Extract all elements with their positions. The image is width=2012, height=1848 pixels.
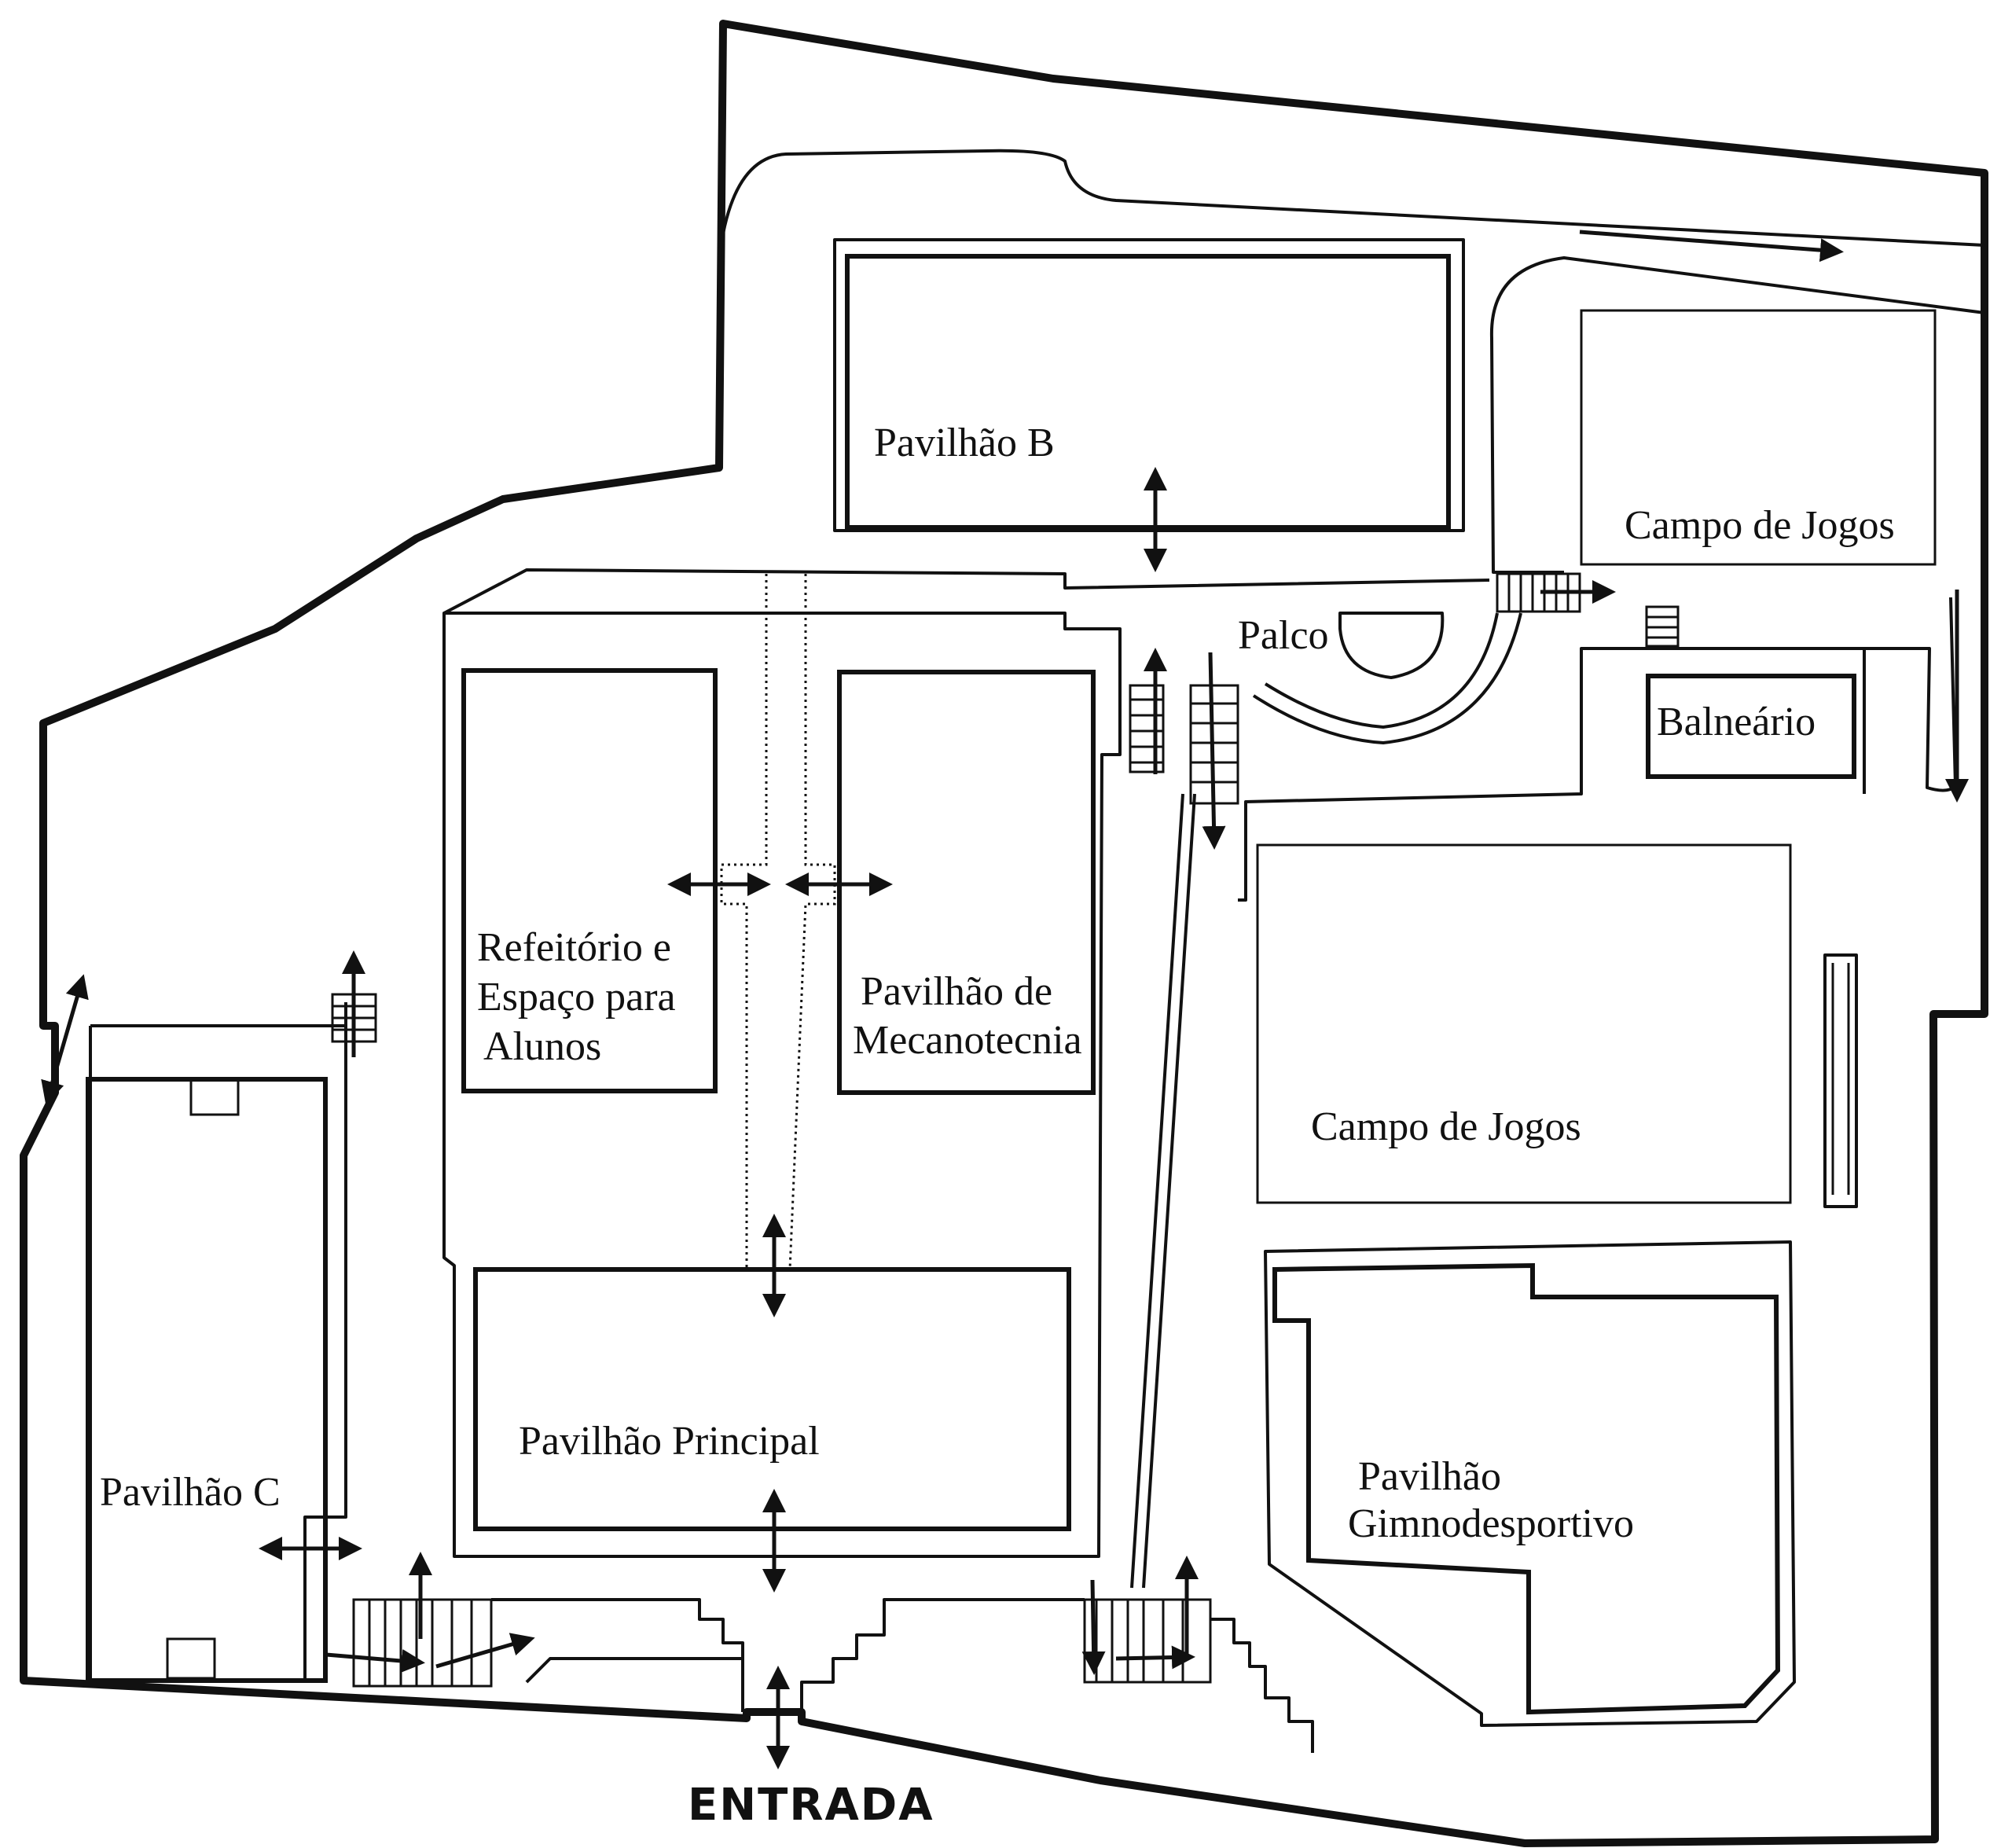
pavilhao-c-corridor	[303, 1026, 347, 1682]
gimno-outer	[1264, 1240, 1796, 1727]
campo-jogos-top-area	[1580, 309, 1937, 566]
balneario-building	[1646, 674, 1856, 779]
se-steps	[1210, 1618, 1314, 1753]
mecanotecnia-label-1: Pavilhão de	[861, 969, 1052, 1014]
pavilhao-c-entry-bottom	[166, 1637, 216, 1680]
pavilhao-c-building	[86, 1077, 328, 1683]
palco-stage	[1338, 612, 1445, 679]
gimno-label-2: Gimnodesportivo	[1348, 1501, 1634, 1546]
balneario-enclosure	[1580, 648, 1866, 794]
pavilhao-b-outer	[833, 238, 1465, 532]
central-block-outline	[442, 612, 1122, 1558]
refeitorio-label-2: Espaço para	[477, 975, 676, 1020]
upper-road	[718, 149, 1985, 260]
west-gate	[525, 1657, 743, 1684]
refeitorio-label-1: Refeitório e	[477, 925, 671, 970]
courtyard-outline	[443, 568, 1490, 615]
east-road	[1238, 597, 1957, 902]
entrada-label: ENTRADA	[688, 1780, 934, 1831]
palco-label: Palco	[1238, 613, 1329, 658]
entrance-east-steps	[800, 1598, 1085, 1712]
long-corridor	[1130, 793, 1196, 1589]
pavilhao-c-label: Pavilhão C	[100, 1470, 281, 1515]
gimno-building	[1272, 1262, 1781, 1715]
east-stand-lines	[1831, 963, 1850, 1195]
circulation-arrows	[41, 230, 1969, 1769]
refeitorio-label-3: Alunos	[483, 1024, 601, 1069]
covered-walkway	[720, 574, 836, 1270]
pavilhao-c-outer	[89, 1002, 347, 1681]
palco-ramp	[1252, 612, 1522, 744]
balneario-label: Balneário	[1657, 700, 1816, 744]
mecanotecnia-label-2: Mecanotecnia	[853, 1018, 1082, 1063]
campo-jogos-top-label: Campo de Jogos	[1625, 503, 1895, 548]
campo-jogos-middle-area	[1256, 843, 1792, 1204]
stairs-group	[331, 572, 1680, 1688]
pavilhao-principal-label: Pavilhão Principal	[519, 1419, 820, 1464]
pavilhao-b-building	[845, 254, 1451, 530]
pavilhao-c-entry-top	[189, 1078, 240, 1116]
campo-jogos-middle-label: Campo de Jogos	[1311, 1104, 1581, 1149]
entrance-west-steps	[491, 1598, 744, 1712]
east-stand	[1823, 953, 1858, 1208]
campo-road	[1489, 256, 1985, 574]
perimeter-wall	[20, 20, 1988, 1847]
pavilhao-b-label: Pavilhão B	[874, 421, 1055, 465]
gimno-label-1: Pavilhão	[1358, 1454, 1501, 1499]
